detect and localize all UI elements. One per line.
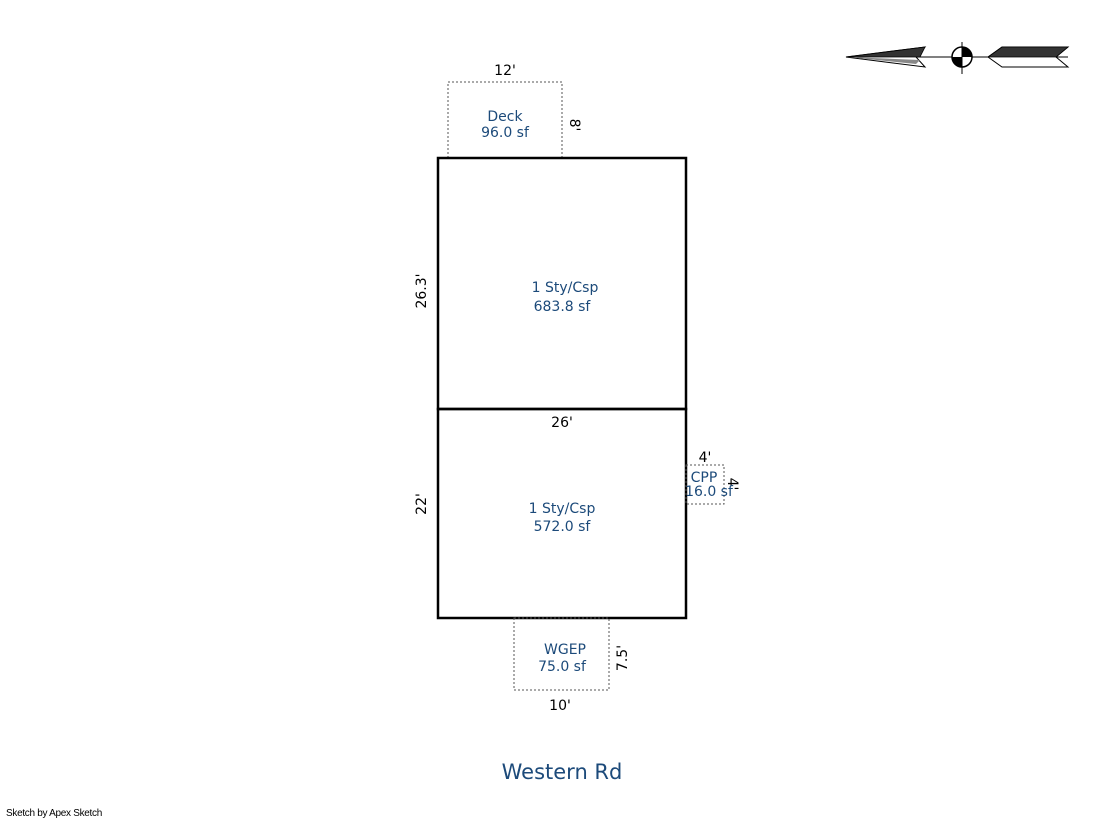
upper-room-name: 1 Sty/Csp bbox=[532, 280, 599, 296]
deck-name: Deck bbox=[487, 109, 523, 125]
wgep-area: 75.0 sf bbox=[538, 659, 587, 675]
deck-area: 96.0 sf bbox=[481, 125, 530, 141]
lower-room-area: 572.0 sf bbox=[534, 519, 592, 535]
wgep-outline bbox=[513, 617, 610, 691]
sketch-credit: Sketch by Apex Sketch bbox=[6, 808, 102, 819]
lower-room-name: 1 Sty/Csp bbox=[529, 501, 596, 517]
cpp-area: 16.0 sf bbox=[685, 484, 734, 500]
cpp-outline bbox=[685, 464, 725, 505]
deck-outline bbox=[447, 81, 563, 159]
wgep-depth-dimension: 7.5' bbox=[615, 645, 631, 671]
cpp-depth-dimension: 4' bbox=[724, 478, 740, 491]
wgep-width-dimension: 10' bbox=[549, 698, 571, 714]
lower-width-dimension: 26' bbox=[551, 415, 573, 431]
upper-room-area: 683.8 sf bbox=[534, 299, 592, 315]
upper-side-dimension: 26.3' bbox=[414, 273, 430, 308]
wgep-name: WGEP bbox=[544, 642, 586, 658]
lower-side-dimension: 22' bbox=[414, 493, 430, 515]
north-arrow-compass-icon bbox=[845, 42, 1070, 74]
street-name: Western Rd bbox=[502, 760, 623, 784]
deck-width-dimension: 12' bbox=[494, 63, 516, 79]
deck-depth-dimension: 8' bbox=[566, 119, 582, 132]
cpp-width-dimension: 4' bbox=[699, 450, 712, 466]
cpp-name: CPP bbox=[691, 470, 718, 486]
